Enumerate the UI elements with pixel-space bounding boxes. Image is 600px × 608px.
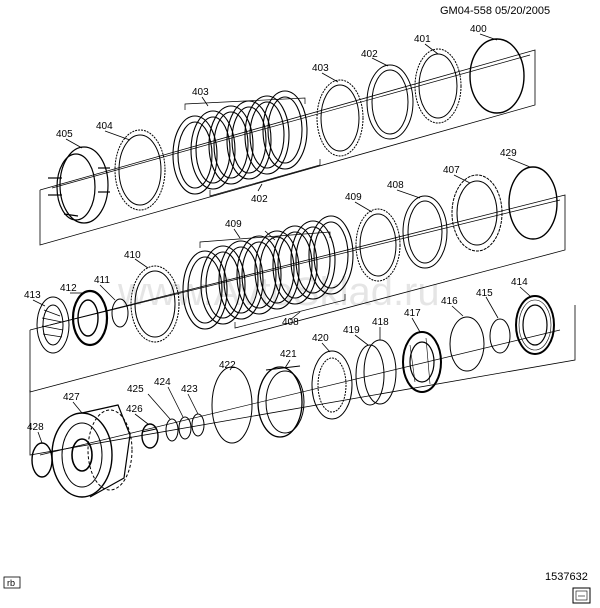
document-icon [572,587,591,604]
part-414-housing [515,295,555,355]
diagram-number: 1537632 [545,571,588,583]
callout-413: 413 [24,290,41,301]
part-421-piston [257,365,305,438]
row-2-assembly [29,166,566,393]
callout-403: 403 [192,87,209,98]
part-429-snap-ring [508,166,558,240]
callout-414: 414 [511,277,528,288]
part-428-snap-ring [31,442,53,478]
part-425-seal [165,418,179,442]
part-415-seal [489,318,511,354]
part-413-bearing [36,296,70,354]
callout-429: 429 [500,148,517,159]
part-407-backing-plate [451,174,503,252]
callout-421: 421 [280,349,297,360]
part-417-piston-housing [402,331,442,393]
part-408-plate [402,195,448,269]
part-403-plate [316,79,364,157]
callout-422: 422 [219,360,236,371]
callout-408: 408 [282,317,299,328]
callout-408: 408 [387,180,404,191]
callout-404: 404 [96,121,113,132]
part-409-plate [355,208,401,282]
callout-409: 409 [345,192,362,203]
svg-text:rb: rb [7,578,15,588]
callout-400: 400 [470,24,487,35]
part-410-plate [130,265,180,343]
callout-428: 428 [27,422,44,433]
part-420-spring-assembly [311,350,353,420]
part-418-seal [363,339,397,405]
callout-427: 427 [63,392,80,403]
callout-405: 405 [56,129,73,140]
callout-412: 412 [60,283,77,294]
part-426-bushing [141,423,159,449]
part-404-plate [114,129,166,211]
callout-426: 426 [126,404,143,415]
callout-419: 419 [343,325,360,336]
part-405-sleeve [48,146,110,224]
callout-423: 423 [181,384,198,395]
row-1-assembly [39,38,536,246]
callout-401: 401 [414,34,431,45]
part-401-plate [414,48,462,124]
rb-badge: rb [3,576,21,589]
part-422-ring [211,366,253,444]
leader-lines [32,33,531,444]
part-400-snap-ring [469,38,525,114]
part-419-seal [355,344,385,406]
callout-410: 410 [124,250,141,261]
row-3-assembly [29,295,576,498]
part-427-clutch-hub [51,404,133,498]
callout-409: 409 [225,219,242,230]
callout-425: 425 [127,384,144,395]
callout-415: 415 [476,288,493,299]
part-416-seal [449,316,485,372]
callout-411: 411 [94,275,110,286]
callout-420: 420 [312,333,329,344]
callout-417: 417 [404,308,421,319]
callout-424: 424 [154,377,171,388]
callout-402: 402 [361,49,378,60]
callout-416: 416 [441,296,458,307]
callout-418: 418 [372,317,389,328]
part-424-seal [178,416,192,440]
callout-402: 402 [251,194,268,205]
part-402-plate [366,64,414,140]
callout-407: 407 [443,165,460,176]
diagram-header: GM04-558 05/20/2005 [440,5,550,17]
clutch-pack-408-409 [182,215,354,330]
callout-403: 403 [312,63,329,74]
part-411-ring [111,298,129,328]
clutch-pack-402-403 [172,90,321,197]
part-412-thrust-washer [71,289,109,347]
callout-labels: 400 401 402 403 403 404 405 402 429 407 … [24,24,528,433]
